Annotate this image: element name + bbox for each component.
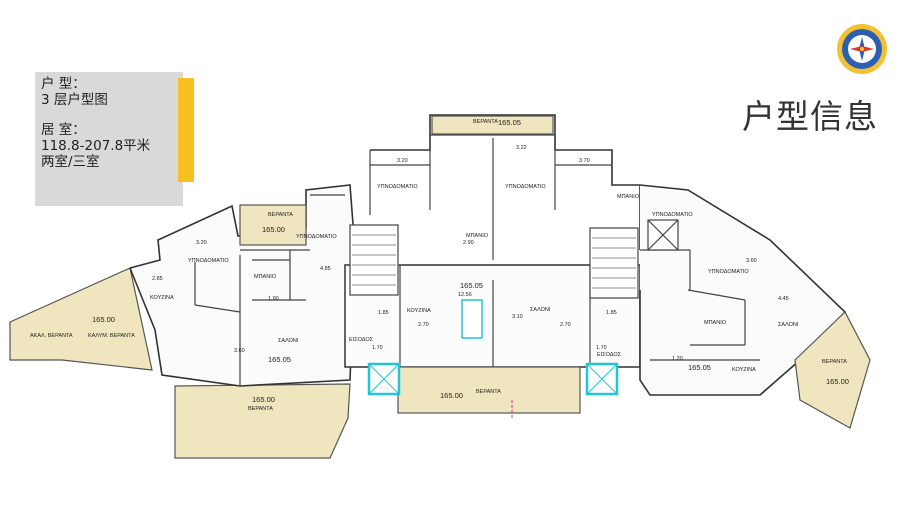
dim-3: 3.70 [579, 158, 590, 164]
type-label: 户 型： [41, 76, 86, 92]
area-value: 118.8-207.8平米 [41, 138, 151, 154]
room-value: 两室/三室 [41, 154, 100, 170]
dim-11: 2.70 [560, 322, 571, 328]
dim-14: 1.70 [372, 345, 383, 351]
dim-10: 3.10 [512, 314, 523, 320]
dim-7: 4.85 [320, 266, 331, 272]
room-label-kouzina-2: ΚΟΥΖΙΝΑ [407, 308, 431, 314]
room-label-mpanio-2: ΜΠΑΝΙΟ [466, 233, 489, 239]
left-terrace [9, 267, 153, 371]
right-terrace [794, 311, 871, 429]
info-panel: 户 型： 3 层户型图 居 室： 118.8-207.8平米 两室/三室 [35, 72, 183, 206]
elevation-5: 165.05 [688, 363, 711, 372]
room-label-ypnodomatio-3: ΥΠΝΟΔΟΜΑΤΙΟ [377, 184, 418, 190]
dim-15: 1.70 [596, 345, 607, 351]
dim-18: 2.85 [152, 276, 163, 282]
room-label-veranta-3: ΒΕΡΑΝΤΑ [248, 406, 273, 412]
compass-logo-icon [837, 24, 887, 74]
room-label-kouzina-1: ΚΟΥΖΙΝΑ [150, 295, 174, 301]
room-label-veranta-2: ΒΕΡΑΝΤΑ [473, 119, 498, 125]
dim-13: 1.85 [606, 310, 617, 316]
dim-19: 1.20 [672, 356, 683, 362]
elevation-6: 165.00 [252, 395, 275, 404]
room-label-ypnodomatio-6: ΥΠΝΟΔΟΜΑΤΙΟ [708, 269, 749, 275]
bottom-left-terrace [174, 383, 351, 459]
room-label-saloni-2: ΣΑΛΟΝΙ [530, 307, 551, 313]
room-label-eisodos-2: ΕΙΣΟΔΟΣ [597, 352, 622, 358]
elevation-8: 165.00 [826, 377, 849, 386]
accent-bar [178, 78, 194, 182]
room-label-ypnodomatio-5: ΥΠΝΟΔΟΜΑΤΙΟ [652, 212, 693, 218]
room-label-eisodos-1: ΕΙΣΟΔΟΣ [349, 337, 374, 343]
info-text: 户 型： 3 层户型图 居 室： 118.8-207.8平米 两室/三室 [41, 76, 150, 170]
dim-1: 3.20 [397, 158, 408, 164]
elevation-4: 165.05 [460, 281, 483, 290]
page-title: 户型信息 [742, 97, 878, 136]
room-label-saloni-1: ΣΑΛΟΝΙ [278, 338, 299, 344]
room-label-akal-veranta: ΑΚΑΛ. ΒΕΡΑΝΤΑ [30, 333, 73, 339]
room-label-veranta-4: ΒΕΡΑΝΤΑ [476, 389, 501, 395]
dim-8: 12.56 [458, 292, 472, 298]
elevation-2: 165.00 [92, 315, 115, 324]
room-label-ypnodomatio-2: ΥΠΝΟΔΟΜΑΤΙΟ [296, 234, 337, 240]
room-label-mpanio-4: ΜΠΑΝΙΟ [704, 320, 727, 326]
dim-17: 4.45 [778, 296, 789, 302]
elevation-3: 165.05 [268, 355, 291, 364]
elevation-9: 165.05 [498, 118, 521, 127]
room-label-saloni-3: ΣΑΛΟΝΙ [778, 322, 799, 328]
dim-6: 2.90 [463, 240, 474, 246]
dim-5: 3.60 [746, 258, 757, 264]
room-label-mpanio-1: ΜΠΑΝΙΟ [254, 274, 277, 280]
room-label-mpanio-3: ΜΠΑΝΙΟ [617, 194, 640, 200]
dim-4: 3.20 [196, 240, 207, 246]
room-label-kouzina-3: ΚΟΥΖΙΝΑ [732, 367, 756, 373]
room-label-veranta-5: ΒΕΡΑΝΤΑ [822, 359, 847, 365]
dim-16: 3.60 [234, 348, 245, 354]
room-label-kalym-veranta: ΚΑΛΥΜ. ΒΕΡΑΝΤΑ [88, 333, 135, 339]
dim-20: 1.90 [268, 296, 279, 302]
elevation-1: 165.00 [262, 225, 285, 234]
room-label-ypnodomatio-1: ΥΠΝΟΔΟΜΑΤΙΟ [188, 258, 229, 264]
elevation-7: 165.00 [440, 391, 463, 400]
room-label-veranta-1: ΒΕΡΑΝΤΑ [268, 212, 293, 218]
dim-9: 2.70 [418, 322, 429, 328]
dim-12: 1.85 [378, 310, 389, 316]
type-value: 3 层户型图 [41, 92, 108, 108]
room-label-ypnodomatio-4: ΥΠΝΟΔΟΜΑΤΙΟ [505, 184, 546, 190]
dim-2: 3.22 [516, 145, 527, 151]
room-label: 居 室： [41, 122, 86, 138]
